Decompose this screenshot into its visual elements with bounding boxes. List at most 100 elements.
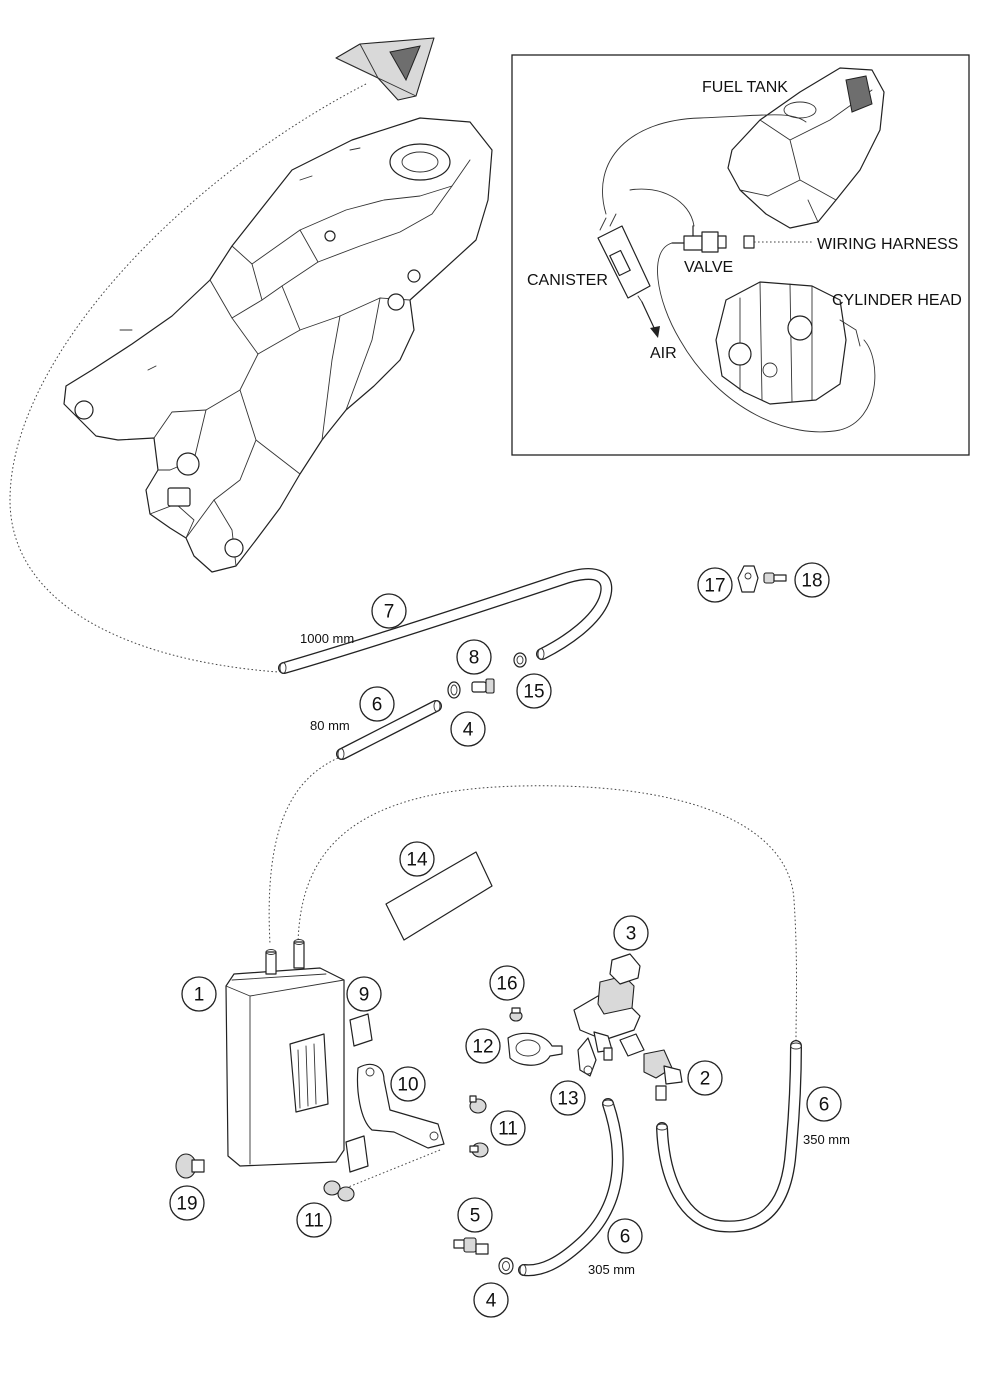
- callout-circle: [687, 1060, 723, 1096]
- inset-label-air: AIR: [650, 345, 677, 362]
- bracket-13: [577, 1037, 597, 1077]
- callout-circle: [473, 1282, 509, 1318]
- callout-number: 10: [397, 1075, 418, 1096]
- callout-c10: 10: [390, 1066, 426, 1102]
- callout-c11b: 11: [296, 1202, 332, 1238]
- canister-1: [225, 939, 345, 1167]
- callout-circle: [489, 965, 525, 1001]
- callout-number: 9: [359, 985, 370, 1006]
- callout-number: 16: [496, 974, 517, 995]
- callout-number: 6: [372, 695, 383, 716]
- hose-6-short-length: 80 mm: [310, 718, 350, 733]
- frame-illustration: [63, 37, 493, 573]
- hose-7-length: 1000 mm: [300, 631, 354, 646]
- callout-circle: [296, 1202, 332, 1238]
- callout-c3: 3: [613, 915, 649, 951]
- inset-fuel-tank: [727, 67, 885, 229]
- callout-circle: [371, 593, 407, 629]
- label-sticker-14: [385, 851, 493, 941]
- callout-number: 15: [523, 682, 544, 703]
- clamp-4-lower: [498, 1257, 514, 1275]
- callout-c4b: 4: [473, 1282, 509, 1318]
- callout-circle: [450, 711, 486, 747]
- inset-label-wiring-harness: WIRING HARNESS: [817, 236, 958, 253]
- callout-c16: 16: [489, 965, 525, 1001]
- callout-c18: 18: [794, 562, 830, 598]
- callout-number: 11: [498, 1119, 518, 1140]
- callout-number: 8: [469, 648, 480, 669]
- callout-c2: 2: [687, 1060, 723, 1096]
- hose-6-right-length: 350 mm: [803, 1132, 850, 1147]
- screw-11-a: [469, 1095, 487, 1114]
- screw-11-c: [323, 1180, 355, 1202]
- callout-number: 14: [406, 850, 428, 871]
- callout-number: 18: [801, 571, 822, 592]
- callout-number: 2: [700, 1069, 711, 1090]
- callout-c1: 1: [181, 976, 217, 1012]
- inset-canister: [597, 213, 651, 303]
- clamp-15: [513, 652, 527, 668]
- callout-circle: [613, 915, 649, 951]
- bolt-18: [763, 572, 787, 584]
- callout-circle: [169, 1185, 205, 1221]
- inset-label-cylinder-head: CYLINDER HEAD: [832, 292, 962, 309]
- fitting-8: [471, 678, 495, 694]
- callout-number: 3: [626, 924, 637, 945]
- inset-label-valve: VALVE: [684, 259, 733, 276]
- callout-circle: [697, 567, 733, 603]
- callout-c11a: 11: [490, 1110, 526, 1146]
- inset-valve: [671, 225, 812, 253]
- callout-c5: 5: [457, 1197, 493, 1233]
- callout-number: 4: [486, 1291, 497, 1312]
- callout-number: 19: [176, 1194, 197, 1215]
- callout-circle: [794, 562, 830, 598]
- purge-valve-3: [573, 953, 645, 1061]
- hose-6-bottom: [518, 1098, 624, 1277]
- callout-circle: [181, 976, 217, 1012]
- callout-c15: 15: [516, 673, 552, 709]
- callout-number: 11: [304, 1211, 324, 1232]
- callout-circle: [516, 673, 552, 709]
- schematic-inset: FUEL TANK CANISTER VALVE WIRING HARNESS …: [511, 54, 970, 456]
- callout-number: 6: [819, 1095, 830, 1116]
- connector-5: [453, 1237, 489, 1255]
- bracket-17: [737, 565, 759, 593]
- bracket-10: [356, 1063, 445, 1149]
- callout-circle: [607, 1218, 643, 1254]
- clamp-12: [507, 1032, 563, 1066]
- callout-c12: 12: [465, 1028, 501, 1064]
- clamp-4-upper: [447, 681, 461, 699]
- callout-c6c: 6: [607, 1218, 643, 1254]
- screw-16: [509, 1007, 523, 1022]
- callout-number: 12: [472, 1037, 493, 1058]
- callout-number: 4: [463, 720, 474, 741]
- callout-c9: 9: [346, 976, 382, 1012]
- callout-circle: [399, 841, 435, 877]
- callout-c8: 8: [456, 639, 492, 675]
- hose-6-bottom-length: 305 mm: [588, 1262, 635, 1277]
- callout-circle: [346, 976, 382, 1012]
- clip-9: [345, 1013, 373, 1173]
- callout-c6b: 6: [806, 1086, 842, 1122]
- callout-number: 1: [194, 985, 205, 1006]
- screw-11-b: [469, 1142, 489, 1158]
- callout-c13: 13: [550, 1080, 586, 1116]
- hose-7: [278, 568, 613, 674]
- callout-circle: [359, 686, 395, 722]
- callout-c14: 14: [399, 841, 435, 877]
- callout-c19: 19: [169, 1185, 205, 1221]
- hose-6-right: [656, 1040, 802, 1233]
- route-line-80mm: [268, 757, 339, 945]
- callout-number: 17: [704, 576, 725, 597]
- callout-circle: [550, 1080, 586, 1116]
- callout-circle: [465, 1028, 501, 1064]
- inset-label-canister: CANISTER: [527, 272, 608, 289]
- callout-c7: 7: [371, 593, 407, 629]
- callout-number: 7: [384, 602, 395, 623]
- callout-c4a: 4: [450, 711, 486, 747]
- callout-circle: [806, 1086, 842, 1122]
- inset-label-fuel-tank: FUEL TANK: [702, 79, 788, 96]
- fitting-2: [643, 1049, 683, 1101]
